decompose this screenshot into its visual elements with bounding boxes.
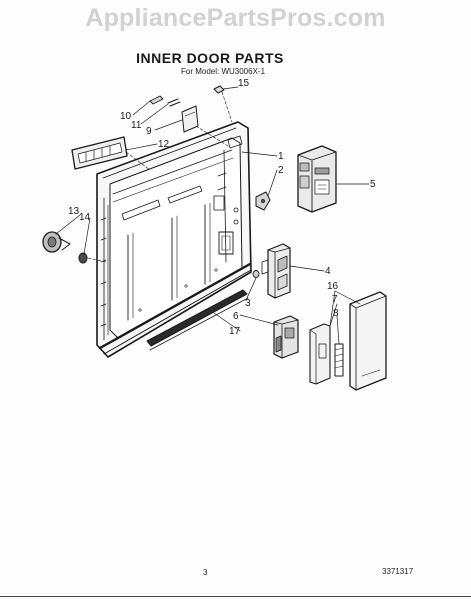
- watermark: AppliancePartsPros.com: [85, 4, 386, 32]
- callout-10: 10: [120, 111, 132, 122]
- callout-7: 7: [332, 294, 338, 305]
- callout-6: 6: [233, 311, 239, 322]
- part-2-hinge-clip: [255, 191, 271, 211]
- callout-13: 13: [68, 206, 80, 217]
- part-10-screw: [149, 95, 164, 105]
- part-15-clip: [213, 85, 225, 94]
- callout-9: 9: [146, 126, 152, 137]
- callout-1: 1: [278, 151, 284, 162]
- diagram-title: INNER DOOR PARTS: [136, 50, 284, 66]
- part-8-spring-strip: [334, 343, 344, 377]
- callout-12: 12: [158, 139, 170, 150]
- inner-door-panel: [96, 121, 252, 358]
- part-6-latch-housing: [273, 315, 299, 359]
- callout-14: 14: [79, 212, 91, 223]
- part-9-bracket: [181, 105, 199, 133]
- part-17-seal-strip: [146, 289, 249, 351]
- part-11-spring: [167, 98, 181, 107]
- part-7-latch-plate: [309, 323, 331, 385]
- callout-17: 17: [229, 326, 241, 337]
- leader-lines: [55, 86, 370, 345]
- document-number: 3371317: [382, 567, 414, 576]
- callout-15: 15: [238, 78, 250, 89]
- model-subtitle: For Model: WU3006X-1: [181, 67, 266, 76]
- callout-5: 5: [370, 179, 376, 190]
- callout-labels: 15 10 11 9 12 1 2 5 13 14 4 16 3 7 8 6 1…: [68, 78, 376, 337]
- callout-4: 4: [325, 266, 331, 277]
- part-13-knob: [42, 231, 71, 253]
- callout-11: 11: [131, 120, 142, 131]
- part-3-latch-spring: [252, 270, 260, 278]
- part-14-washer: [78, 252, 88, 264]
- callout-3: 3: [245, 298, 251, 309]
- callout-2: 2: [278, 165, 284, 176]
- part-4-latch-assembly: [261, 243, 291, 299]
- part-12-control-bracket: [71, 136, 128, 170]
- part-5-dispenser-module: [297, 145, 337, 213]
- callout-8: 8: [333, 308, 339, 319]
- page-number: 3: [203, 568, 208, 577]
- callout-16: 16: [327, 281, 339, 292]
- bottom-divider: [0, 596, 471, 597]
- part-16-side-panel: [349, 291, 387, 391]
